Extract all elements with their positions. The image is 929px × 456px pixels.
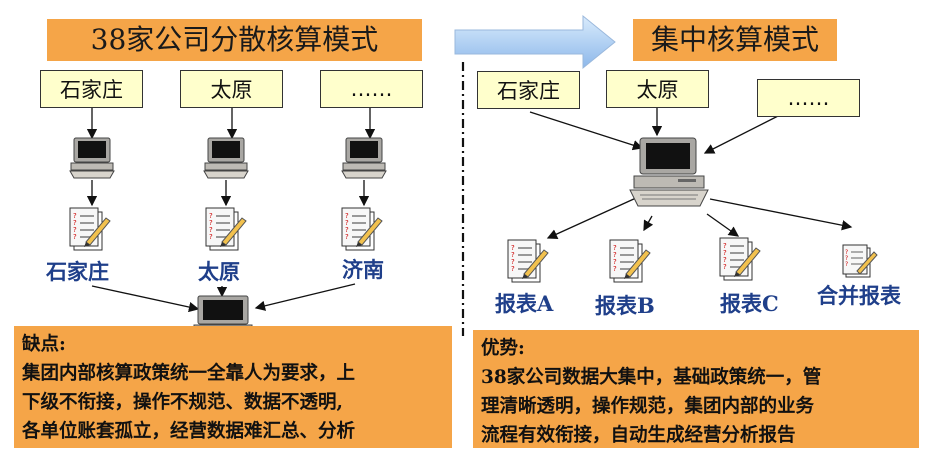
svg-text:?: ?: [613, 265, 617, 273]
right-title: 集中核算模式: [633, 19, 837, 61]
left-label-1: 石家庄: [46, 259, 109, 284]
report-label-a: 报表A: [495, 291, 554, 316]
svg-text:?: ?: [845, 261, 848, 268]
disadvantages-box: 缺点: 集团内部核算政策统一全靠人为要求，上 下级不衔接，操作不规范、数据不透明…: [14, 326, 452, 448]
report-document-icon: ????: [69, 207, 111, 251]
left-city-box-3: ……: [320, 70, 423, 108]
report-document-icon: ????: [341, 207, 383, 251]
report-document-icon: ????: [507, 239, 549, 283]
svg-text:?: ?: [73, 212, 77, 220]
svg-text:?: ?: [209, 212, 213, 220]
svg-text:?: ?: [723, 256, 727, 264]
advantages-line-2: 理清晰透明，操作规范，集团内部的业务: [481, 396, 815, 417]
report-document-icon: ????: [719, 237, 761, 281]
svg-text:?: ?: [511, 258, 515, 266]
disadvantages-line-2: 下级不衔接，操作不规范、数据不透明,: [22, 392, 343, 413]
left-label-3: 济南: [342, 257, 384, 282]
advantages-line-1: 38家公司数据大集中，基础政策统一，管: [481, 367, 822, 388]
svg-text:?: ?: [209, 219, 213, 227]
svg-text:?: ?: [613, 258, 617, 266]
right-city-box-3: ……: [757, 79, 860, 117]
svg-text:?: ?: [723, 249, 727, 257]
computer-icon: [203, 137, 249, 179]
advantages-line-3: 流程有效衔接，自动生成经营分析报告: [481, 425, 796, 446]
svg-text:?: ?: [723, 242, 727, 250]
computer-icon: [629, 137, 709, 207]
left-label-2: 太原: [198, 259, 240, 284]
report-document-icon: ????: [609, 239, 651, 283]
disadvantages-line-3: 各单位账套孤立，经营数据难汇总、分析: [22, 421, 356, 442]
disadvantages-line-1: 集团内部核算政策统一全靠人为要求，上: [22, 363, 356, 384]
right-city-box-1: 石家庄: [477, 71, 580, 109]
computer-icon: [69, 137, 115, 179]
svg-text:?: ?: [845, 255, 848, 262]
svg-text:?: ?: [723, 263, 727, 271]
left-title: 38家公司分散核算模式: [47, 19, 422, 61]
left-city-box-2: 太原: [180, 70, 283, 108]
report-document-icon: ???: [842, 244, 878, 278]
svg-text:?: ?: [345, 233, 349, 241]
svg-text:?: ?: [73, 226, 77, 234]
left-city-box-1: 石家庄: [40, 70, 143, 108]
svg-text:?: ?: [345, 212, 349, 220]
disadvantages-heading: 缺点:: [22, 334, 66, 355]
advantages-box: 优势: 38家公司数据大集中，基础政策统一，管 理清晰透明，操作规范，集团内部的…: [473, 330, 919, 448]
report-label-merged: 合并报表: [817, 283, 901, 308]
report-label-b: 报表B: [595, 293, 655, 318]
svg-text:?: ?: [209, 226, 213, 234]
computer-icon: [341, 137, 387, 179]
svg-text:?: ?: [613, 244, 617, 252]
svg-text:?: ?: [511, 265, 515, 273]
svg-text:?: ?: [613, 251, 617, 259]
svg-text:?: ?: [73, 233, 77, 241]
svg-text:?: ?: [845, 249, 848, 256]
advantages-heading: 优势:: [481, 338, 525, 359]
svg-text:?: ?: [73, 219, 77, 227]
svg-text:?: ?: [345, 226, 349, 234]
svg-text:?: ?: [209, 233, 213, 241]
svg-text:?: ?: [345, 219, 349, 227]
svg-text:?: ?: [511, 244, 515, 252]
svg-text:?: ?: [511, 251, 515, 259]
big-right-arrow: [454, 14, 616, 70]
report-document-icon: ????: [205, 207, 247, 251]
report-label-c: 报表C: [720, 291, 779, 316]
right-city-box-2: 太原: [606, 70, 709, 108]
